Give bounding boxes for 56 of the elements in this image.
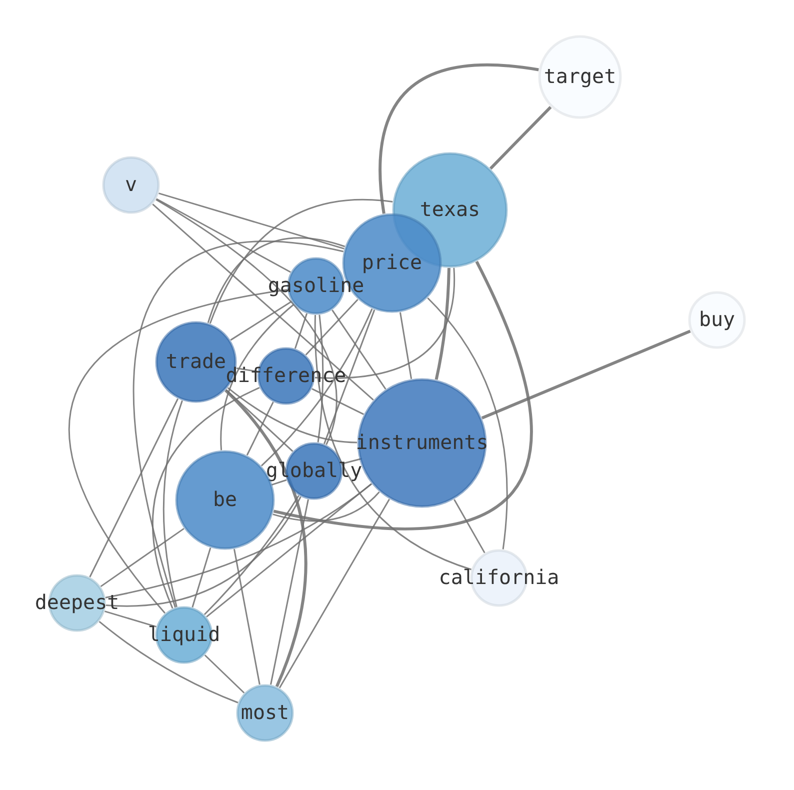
node-label: california: [438, 566, 560, 588]
network-edge: [332, 310, 386, 390]
network-edge: [156, 198, 291, 273]
node-label: buy: [698, 308, 736, 330]
network-edge: [227, 387, 358, 444]
node-label: instruments: [356, 431, 488, 453]
network-edge: [234, 549, 260, 685]
network-edge: [273, 260, 533, 530]
network-edge: [152, 204, 374, 400]
network-edge: [399, 312, 412, 379]
network-edge: [158, 192, 344, 250]
network-edge: [162, 400, 183, 608]
network-edge: [156, 198, 338, 445]
node-label: deepest: [34, 591, 120, 613]
network-edge: [427, 298, 508, 550]
network-edge: [314, 268, 455, 379]
network-edge: [294, 313, 308, 349]
network-edge: [278, 498, 390, 688]
network-edge: [98, 620, 238, 704]
node-label: most: [240, 701, 290, 723]
network-edge: [209, 199, 393, 324]
network-edge: [152, 387, 260, 609]
network-edge: [481, 330, 691, 420]
node-label: texas: [420, 198, 480, 220]
network-edge: [378, 63, 539, 214]
node-label: trade: [166, 350, 226, 372]
network-edge: [192, 548, 212, 608]
network-edge: [105, 483, 372, 598]
node-label: price: [362, 251, 422, 273]
node-label: v: [124, 173, 138, 195]
network-edge: [89, 398, 179, 578]
network-edge: [272, 491, 380, 522]
network-edge: [230, 300, 292, 341]
network-edge: [317, 314, 324, 442]
node-label: target: [544, 65, 616, 87]
network-edge: [204, 654, 245, 694]
network-edge: [224, 389, 308, 688]
network-edge: [314, 314, 472, 570]
network-edge: [312, 388, 364, 415]
network-edge: [260, 308, 373, 466]
network-edge: [489, 106, 552, 170]
network-edge: [104, 610, 156, 628]
network-edge: [434, 268, 450, 380]
network-edge: [270, 499, 309, 685]
network-edge: [454, 499, 486, 554]
network-edge: [100, 528, 184, 588]
network-edge: [206, 483, 372, 618]
network-edge: [106, 496, 302, 607]
network-edge: [246, 402, 274, 456]
network-edge: [133, 240, 344, 608]
network-edge: [204, 495, 300, 615]
network-edge: [305, 298, 358, 356]
node-label: be: [212, 488, 238, 510]
network-edge: [323, 310, 376, 444]
network-edge: [226, 389, 294, 452]
network-edge: [68, 289, 288, 614]
